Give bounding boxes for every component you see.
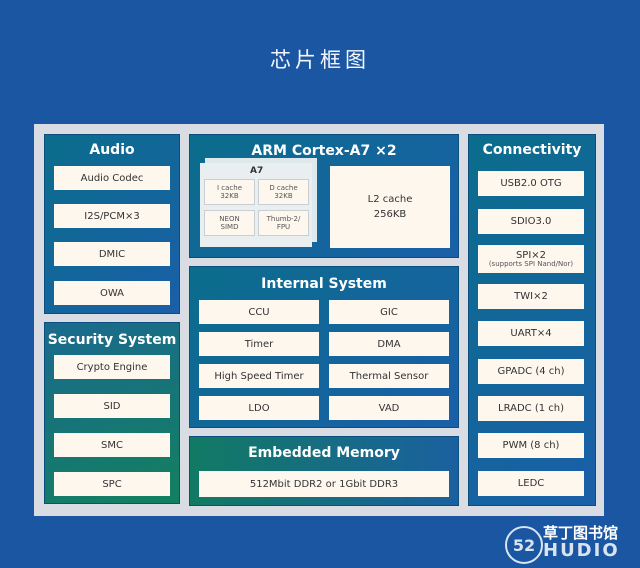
ledc-box: LEDC (478, 471, 584, 496)
arm-cortex-panel: ARM Cortex-A7 ×2 A7 I cache 32KB D cache… (189, 134, 459, 258)
thumb-fpu-cell: Thumb-2/ FPU (258, 210, 309, 236)
sdio-box: SDIO3.0 (478, 209, 584, 234)
l2-cache-size: 256KB (373, 209, 407, 220)
watermark-en-text: HUDIO (543, 540, 620, 561)
d-cache-cell: D cache 32KB (258, 179, 309, 205)
a7-core-block: A7 I cache 32KB D cache 32KB NEON SIMD T… (200, 163, 312, 247)
security-title: Security System (47, 332, 177, 348)
gic-box: GIC (329, 300, 449, 324)
pwm-box: PWM (8 ch) (478, 433, 584, 458)
l2-cache-label: L2 cache (367, 194, 413, 205)
embedded-memory-panel: Embedded Memory 512Mbit DDR2 or 1Gbit DD… (189, 436, 459, 506)
high-speed-timer-box: High Speed Timer (199, 364, 319, 388)
watermark-cn-text: 草丁图书馆 (543, 524, 619, 542)
ccu-box: CCU (199, 300, 319, 324)
ldo-box: LDO (199, 396, 319, 420)
spi-box: SPI×2 (supports SPI Nand/Nor) (478, 245, 584, 273)
i-cache-label: I cache (216, 183, 243, 192)
dmic-box: DMIC (54, 242, 170, 266)
connectivity-panel: Connectivity USB2.0 OTG SDIO3.0 SPI×2 (s… (468, 134, 596, 506)
internal-system-panel: Internal System CCU GIC Timer DMA High S… (189, 266, 459, 428)
dma-box: DMA (329, 332, 449, 356)
neon-simd-cell: NEON SIMD (204, 210, 255, 236)
watermark-number: 52 (505, 526, 543, 564)
thermal-sensor-box: Thermal Sensor (329, 364, 449, 388)
internal-system-title: Internal System (261, 276, 387, 292)
watermark-logo: 52 草丁图书馆 HUDIO (505, 522, 640, 568)
arm-cortex-title: ARM Cortex-A7 ×2 (251, 143, 397, 159)
audio-codec-box: Audio Codec (54, 166, 170, 190)
a7-label: A7 (250, 166, 264, 176)
smc-box: SMC (54, 433, 170, 457)
spc-box: SPC (54, 472, 170, 496)
usb-otg-box: USB2.0 OTG (478, 171, 584, 196)
audio-panel: Audio Audio Codec I2S/PCM×3 DMIC OWA (44, 134, 180, 314)
connectivity-title: Connectivity (482, 142, 582, 158)
fpu-label: FPU (276, 223, 291, 231)
i2s-pcm-box: I2S/PCM×3 (54, 204, 170, 228)
chip-block-diagram: Audio Audio Codec I2S/PCM×3 DMIC OWA Sec… (34, 124, 604, 516)
ddr-memory-box: 512Mbit DDR2 or 1Gbit DDR3 (199, 471, 449, 497)
thumb2-label: Thumb-2/ (266, 214, 301, 223)
d-cache-size: 32KB (274, 192, 293, 200)
twi-box: TWI×2 (478, 284, 584, 309)
uart-box: UART×4 (478, 321, 584, 346)
page-title: 芯片框图 (270, 48, 370, 72)
spi-label: SPI×2 (515, 249, 547, 261)
crypto-engine-box: Crypto Engine (54, 355, 170, 379)
lradc-box: LRADC (1 ch) (478, 396, 584, 421)
i-cache-cell: I cache 32KB (204, 179, 255, 205)
simd-label: SIMD (220, 223, 239, 231)
owa-box: OWA (54, 281, 170, 305)
spi-note: (supports SPI Nand/Nor) (488, 259, 574, 268)
security-panel: Security System Crypto Engine SID SMC SP… (44, 322, 180, 504)
embedded-memory-title: Embedded Memory (248, 445, 400, 461)
l2-cache-box: L2 cache 256KB (330, 166, 450, 248)
gpadc-box: GPADC (4 ch) (478, 359, 584, 384)
neon-label: NEON (219, 214, 240, 223)
vad-box: VAD (329, 396, 449, 420)
i-cache-size: 32KB (220, 192, 239, 200)
sid-box: SID (54, 394, 170, 418)
d-cache-label: D cache (269, 183, 298, 192)
audio-title: Audio (89, 142, 135, 158)
timer-box: Timer (199, 332, 319, 356)
